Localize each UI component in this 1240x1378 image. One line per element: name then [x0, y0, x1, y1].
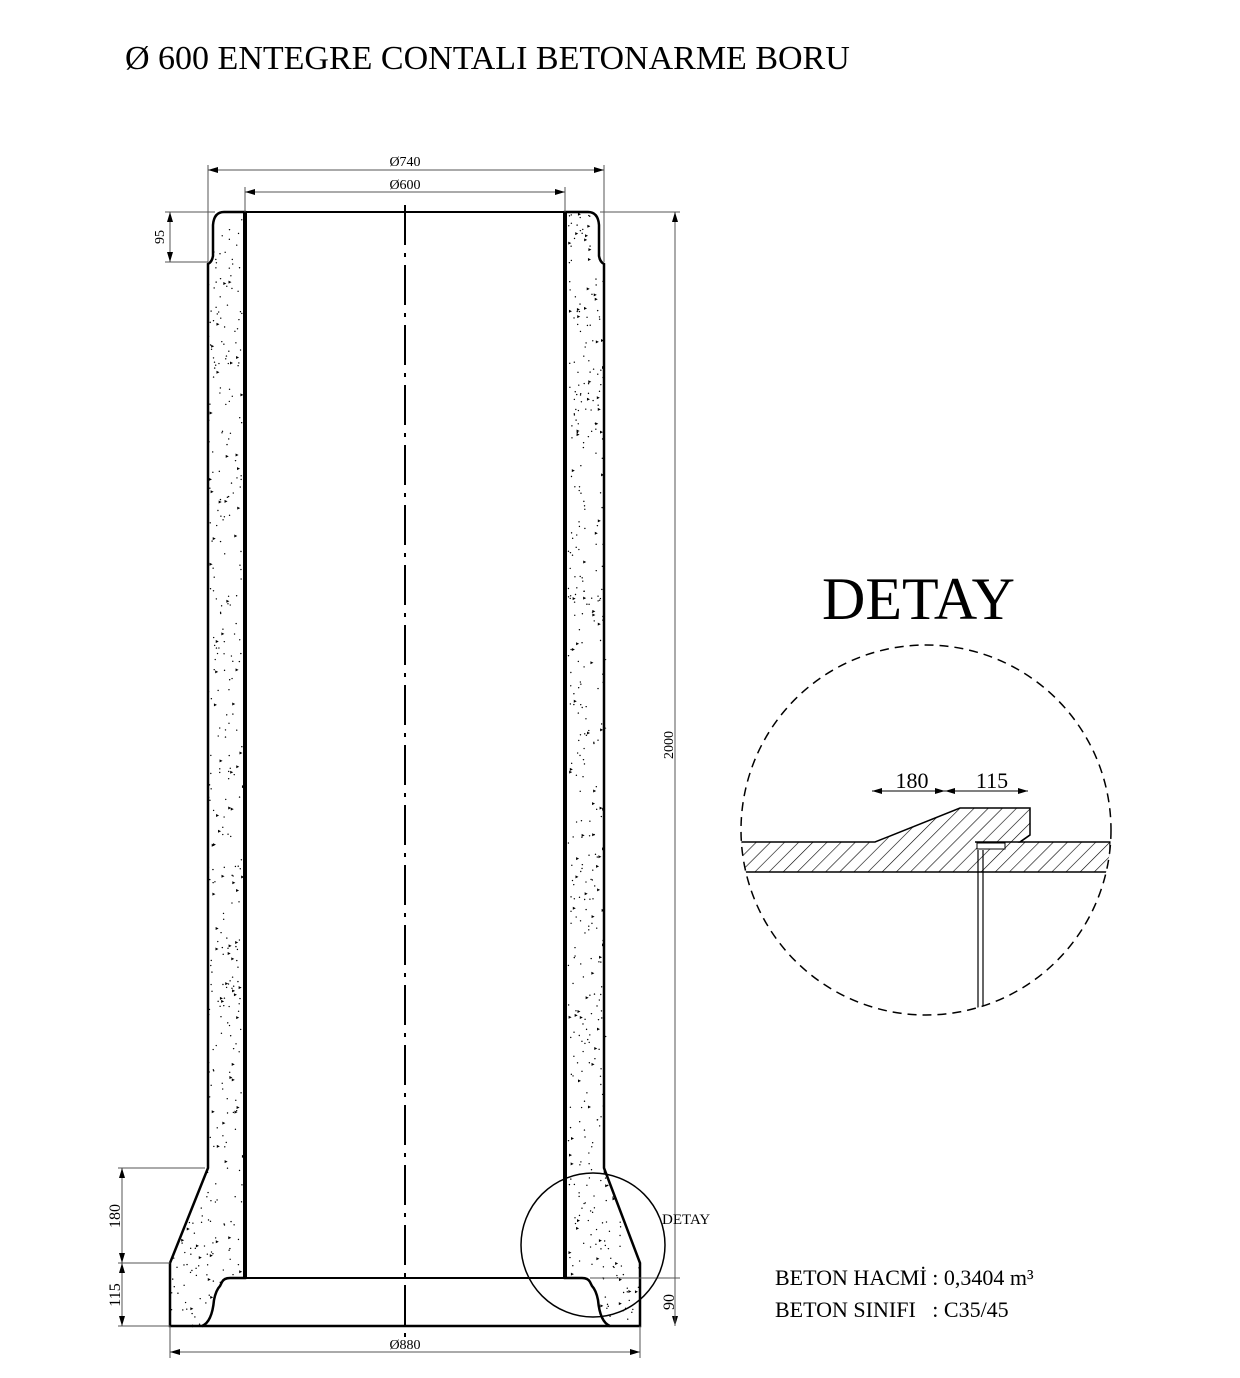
- dim-flare: 180: [107, 1204, 124, 1228]
- dim-top-step: 95: [153, 230, 168, 244]
- dim-length: 2000: [662, 731, 677, 759]
- concrete-aggregate-pattern: [170, 212, 640, 1328]
- volume-label: BETON HACMİ: [775, 1265, 927, 1290]
- left-wall-section: [168, 210, 247, 1328]
- detail-view-circle: [740, 644, 1112, 1016]
- detail-marker-label: DETAY: [662, 1212, 710, 1228]
- dim-outer-bottom: Ø880: [389, 1338, 420, 1353]
- class-label: BETON SINIFI: [775, 1297, 916, 1322]
- detail-marker-circle[interactable]: [520, 1172, 666, 1318]
- detail-dim-a: 180: [896, 768, 929, 793]
- class-value: C35/45: [943, 1297, 1009, 1322]
- dim-base: 115: [107, 1283, 124, 1306]
- detail-title: DETAY: [822, 566, 1015, 632]
- dimension-lines: [118, 165, 680, 1358]
- drawing-title: Ø 600 ENTEGRE CONTALI BETONARME BORU: [125, 40, 850, 77]
- detail-section: [741, 807, 1111, 1010]
- dim-spigot: 90: [661, 1294, 678, 1310]
- dim-inner: Ø600: [389, 178, 420, 193]
- right-wall-section: [563, 210, 642, 1328]
- volume-value: 0,3404 m³: [943, 1265, 1034, 1290]
- concrete-volume: BETON HACMİ : 0,3404 m³: [775, 1265, 1034, 1290]
- concrete-class: BETON SINIFI : C35/45: [775, 1297, 1009, 1322]
- dim-outer-top: Ø740: [389, 155, 420, 170]
- detail-dim-b: 115: [976, 768, 1008, 793]
